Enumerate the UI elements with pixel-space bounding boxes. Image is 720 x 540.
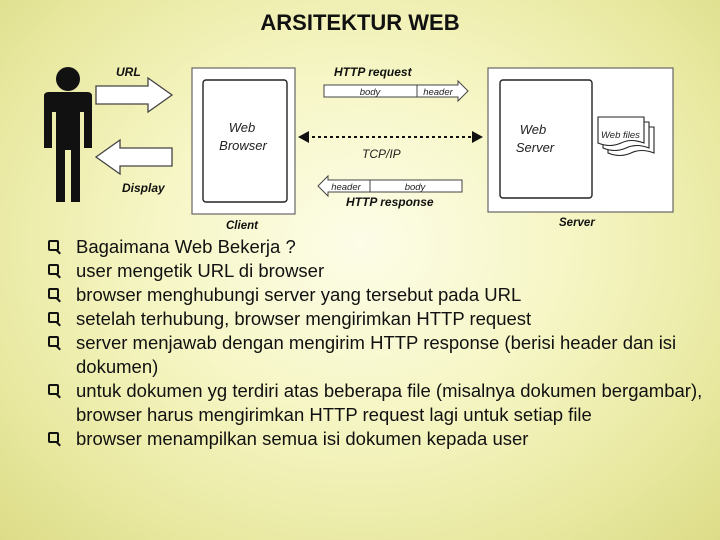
web-browser-label-line2: Browser — [219, 138, 267, 153]
web-files-icon — [597, 116, 655, 157]
bullet-item: browser menampilkan semua isi dokumen ke… — [48, 427, 708, 451]
display-arrow — [94, 138, 173, 176]
bullet-item: Bagaimana Web Bekerja ? — [48, 235, 708, 259]
web-browser-label-line1: Web — [229, 120, 256, 135]
checkbox-bullet-icon — [48, 264, 59, 275]
web-files-label: Web files — [601, 130, 640, 141]
http-request-label: HTTP request — [334, 65, 413, 79]
display-label: Display — [122, 181, 166, 195]
server-label: Server — [559, 217, 595, 229]
page-title: ARSITEKTUR WEB — [260, 10, 460, 35]
bullet-item: browser menghubungi server yang tersebut… — [48, 283, 708, 307]
bullet-item: user mengetik URL di browser — [48, 259, 708, 283]
http-response-arrow — [317, 174, 463, 198]
bullet-list: Bagaimana Web Bekerja ? user mengetik UR… — [48, 235, 708, 451]
bullet-item: untuk dokumen yg terdiri atas beberapa f… — [48, 379, 708, 427]
http-response-body: body — [405, 182, 427, 193]
http-response-header: header — [331, 182, 361, 193]
user-figure-icon — [44, 67, 92, 202]
client-label: Client — [226, 220, 259, 232]
bullet-item: server menjawab dengan mengirim HTTP res… — [48, 331, 708, 379]
url-arrow — [95, 76, 174, 114]
tcpip-connection — [298, 131, 483, 143]
web-server-label-line1: Web — [520, 122, 547, 137]
web-architecture-diagram: URL Display Web Browser Client Web Serve… — [44, 65, 674, 232]
bullet-item: setelah terhubung, browser mengirimkan H… — [48, 307, 708, 331]
http-request-header: header — [423, 87, 453, 98]
url-label: URL — [116, 65, 141, 79]
http-request-body: body — [360, 87, 382, 98]
checkbox-bullet-icon — [48, 336, 59, 347]
checkbox-bullet-icon — [48, 384, 59, 395]
checkbox-bullet-icon — [48, 240, 59, 251]
http-response-label: HTTP response — [346, 195, 434, 209]
web-server-box — [499, 79, 593, 199]
tcpip-label: TCP/IP — [362, 147, 401, 161]
web-server-label-line2: Server — [516, 140, 555, 155]
checkbox-bullet-icon — [48, 432, 59, 443]
web-browser-box — [202, 79, 288, 203]
http-request-arrow — [323, 79, 469, 103]
checkbox-bullet-icon — [48, 312, 59, 323]
checkbox-bullet-icon — [48, 288, 59, 299]
